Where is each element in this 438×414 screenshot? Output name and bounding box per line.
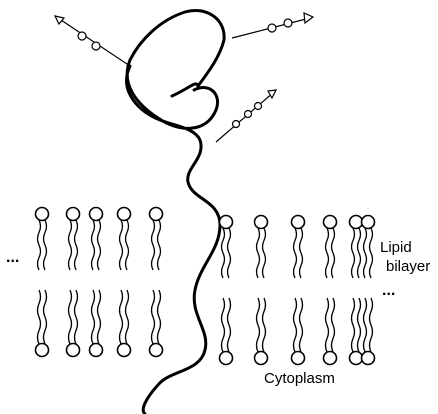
lipid-molecule-outer xyxy=(255,216,268,279)
oligosaccharide-chain-right xyxy=(232,13,313,38)
lipid-molecule-inner xyxy=(362,298,375,365)
oligosaccharide-chain-left xyxy=(55,16,130,66)
sugar-residue xyxy=(233,121,240,128)
lipid-molecule-inner xyxy=(350,298,363,365)
sugar-residue xyxy=(268,24,276,32)
lipid-molecule-inner xyxy=(324,298,337,365)
sugar-residue xyxy=(284,19,292,27)
sugar-residue xyxy=(92,42,100,50)
sugar-residue xyxy=(78,32,86,40)
lipid-molecule-inner xyxy=(67,290,80,357)
oligosaccharide-chain-middle xyxy=(216,90,276,142)
sugar-residue xyxy=(245,111,252,118)
arrowhead-icon xyxy=(304,13,313,23)
lipid-molecule-outer xyxy=(118,208,131,271)
polypeptide-chain xyxy=(127,10,225,414)
lipid-molecule-inner xyxy=(150,290,163,357)
lipid-molecule-outer xyxy=(324,216,337,279)
lipid-molecule-inner xyxy=(292,298,305,365)
lipid-molecule-inner xyxy=(220,298,233,365)
arrowhead-icon xyxy=(55,16,64,24)
lipid-molecule-outer xyxy=(220,216,233,279)
lipid-molecule-inner xyxy=(36,290,49,357)
lipid-molecule-inner xyxy=(90,290,103,357)
cytoplasm-label: Cytoplasm xyxy=(264,370,335,387)
lipid-molecule-outer xyxy=(150,208,163,271)
lipid-molecule-inner xyxy=(118,290,131,357)
ellipsis-left: ... xyxy=(6,249,19,266)
lipid-label-line2: bilayer xyxy=(386,258,430,275)
lipid-molecule-outer xyxy=(292,216,305,279)
lipid-label-line1: Lipid xyxy=(380,239,412,256)
lipid-molecule-outer xyxy=(67,208,80,271)
lipid-molecule-outer xyxy=(362,216,375,279)
lipid-molecule-outer xyxy=(350,216,363,279)
lipid-molecule-inner xyxy=(255,298,268,365)
sugar-residue xyxy=(255,103,262,110)
lipid-molecule-outer xyxy=(36,208,49,271)
ellipsis-right: ... xyxy=(382,282,395,299)
lipid-molecule-outer xyxy=(90,208,103,271)
